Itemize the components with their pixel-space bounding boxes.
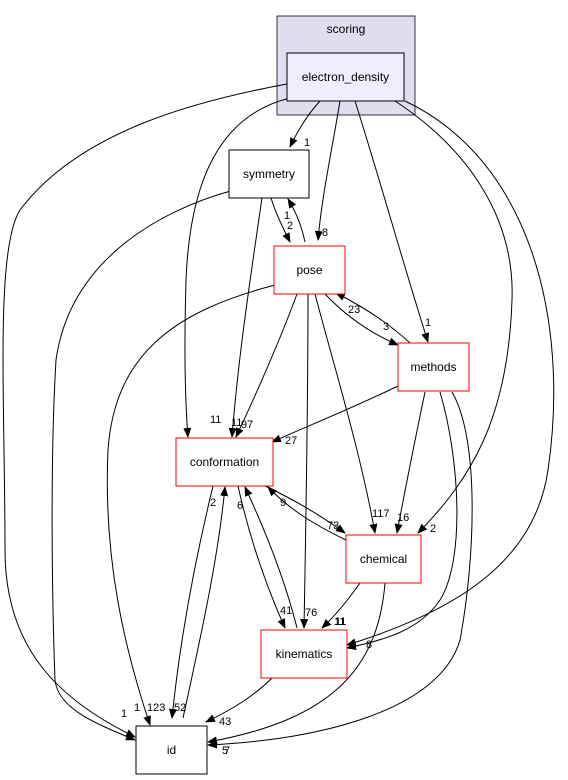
edge-symmetry-pose <box>270 197 291 243</box>
edge-label: 1 <box>121 708 127 720</box>
node-label: kinematics <box>276 647 333 661</box>
edge-label: 97 <box>241 419 253 431</box>
edge-label: 1 <box>284 210 290 222</box>
edge-label: 2 <box>210 497 216 509</box>
node-symmetry[interactable]: symmetry <box>228 149 310 199</box>
edge-electron-density-kinematics <box>346 100 555 647</box>
edge-conformation-kinematics <box>237 485 286 629</box>
edge-pose-symmetry <box>287 198 306 243</box>
edge-methods-kinematics <box>346 391 458 651</box>
edge-label: 7 <box>224 745 230 757</box>
edge-kinematics-id <box>205 677 273 723</box>
edge-label: 123 <box>147 702 165 714</box>
edge-label: 73 <box>327 520 339 532</box>
node-label: conformation <box>190 455 259 469</box>
edge-label: 11 <box>335 616 346 628</box>
edge-label: 1 <box>134 702 140 714</box>
edge-label: 41 <box>280 605 292 617</box>
edge-pose-kinematics <box>300 293 309 629</box>
node-label: symmetry <box>243 167 295 181</box>
node-label: id <box>167 743 176 757</box>
edge-methods-pose <box>335 292 411 344</box>
edge-label: 8 <box>366 639 372 651</box>
edge-label: 11 <box>210 414 221 426</box>
edge-conformation-id <box>168 485 214 719</box>
edge-methods-id <box>207 391 473 749</box>
node-id[interactable]: id <box>135 725 208 775</box>
edge-pose-methods <box>324 293 399 346</box>
edge-label: 2 <box>287 220 293 232</box>
edge-label: 8 <box>322 227 328 239</box>
edge-methods-chemical <box>394 391 426 534</box>
edge-methods-conformation <box>271 383 403 443</box>
edge-label: 9 <box>280 497 286 509</box>
edge-chemical-conformation <box>267 486 347 541</box>
edge-label: 1 <box>304 137 310 149</box>
edge-pose-conformation <box>235 293 298 438</box>
edge-pose-chemical <box>314 293 378 534</box>
node-label: electron_density <box>302 70 389 84</box>
edge-label: 52 <box>174 702 186 714</box>
edge-label: 76 <box>305 607 317 619</box>
node-conformation[interactable]: conformation <box>175 437 274 487</box>
edge-label: 11 <box>334 616 345 628</box>
edge-label: 23 <box>348 304 360 316</box>
edge-label: 117 <box>372 508 390 520</box>
node-electron-density[interactable]: electron_density <box>286 52 405 102</box>
node-chemical[interactable]: chemical <box>345 534 422 584</box>
node-kinematics[interactable]: kinematics <box>260 629 348 679</box>
edge-electron-density-conformation <box>183 97 291 438</box>
edge-electron-density-id <box>2 83 288 738</box>
edge-id-conformation <box>182 486 229 719</box>
edge-label: 11 <box>231 417 242 429</box>
edge-chemical-kinematics <box>321 582 361 629</box>
edge-label: 16 <box>397 512 409 524</box>
edge-electron-density-methods <box>354 100 430 343</box>
edge-label: 5 <box>222 745 228 757</box>
edge-label: 1 <box>425 317 431 329</box>
cluster-label: scoring <box>327 22 366 36</box>
edge-electron-density-symmetry <box>289 100 321 148</box>
edge-kinematics-conformation <box>244 486 298 629</box>
edge-label: 6 <box>237 500 243 512</box>
edge-label: 3 <box>383 321 389 333</box>
edge-symmetry-conformation <box>228 197 263 438</box>
edge-pose-id <box>106 284 276 726</box>
node-label: pose <box>296 263 322 277</box>
edge-label: 2 <box>430 523 436 535</box>
edge-label: 27 <box>285 435 297 447</box>
node-pose[interactable]: pose <box>273 245 346 295</box>
edge-label: 43 <box>219 716 231 728</box>
node-methods[interactable]: methods <box>397 342 470 392</box>
edge-electron-density-pose <box>314 100 341 241</box>
edge-symmetry-id <box>51 189 235 741</box>
node-label: chemical <box>360 552 407 566</box>
edge-electron-density-chemical <box>394 100 513 534</box>
node-label: methods <box>410 360 456 374</box>
edge-chemical-id <box>207 582 386 745</box>
